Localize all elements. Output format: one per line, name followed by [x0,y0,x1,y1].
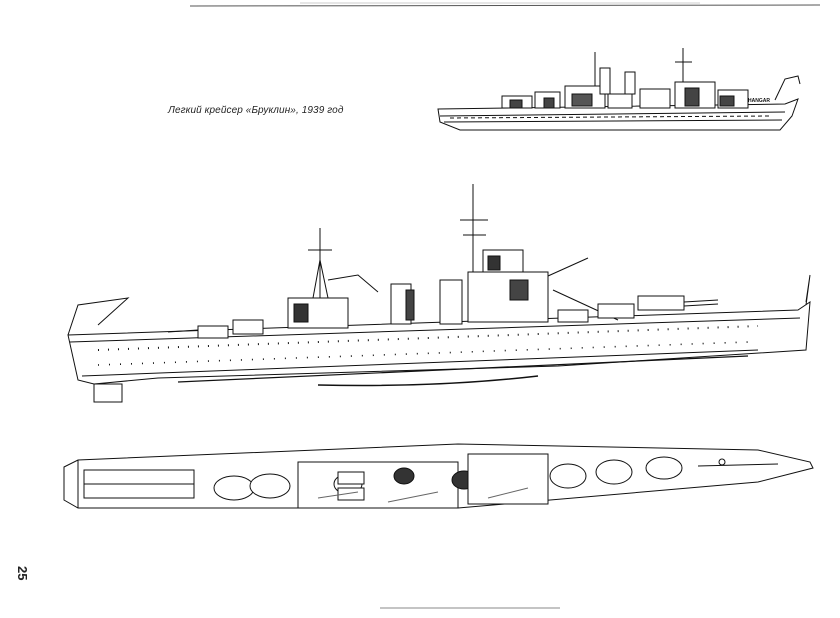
hangar-label: HANGAR [748,98,770,104]
inset-profile-drawing: HANGAR [430,44,810,144]
figure-caption: Легкий крейсер «Бруклин», 1939 год [168,105,344,116]
top-scan-edge [0,0,840,12]
bottom-scan-edge [0,604,840,616]
plan-view-drawing [58,432,818,532]
side-profile-drawing [58,180,818,410]
page-number: 25 [15,566,30,581]
